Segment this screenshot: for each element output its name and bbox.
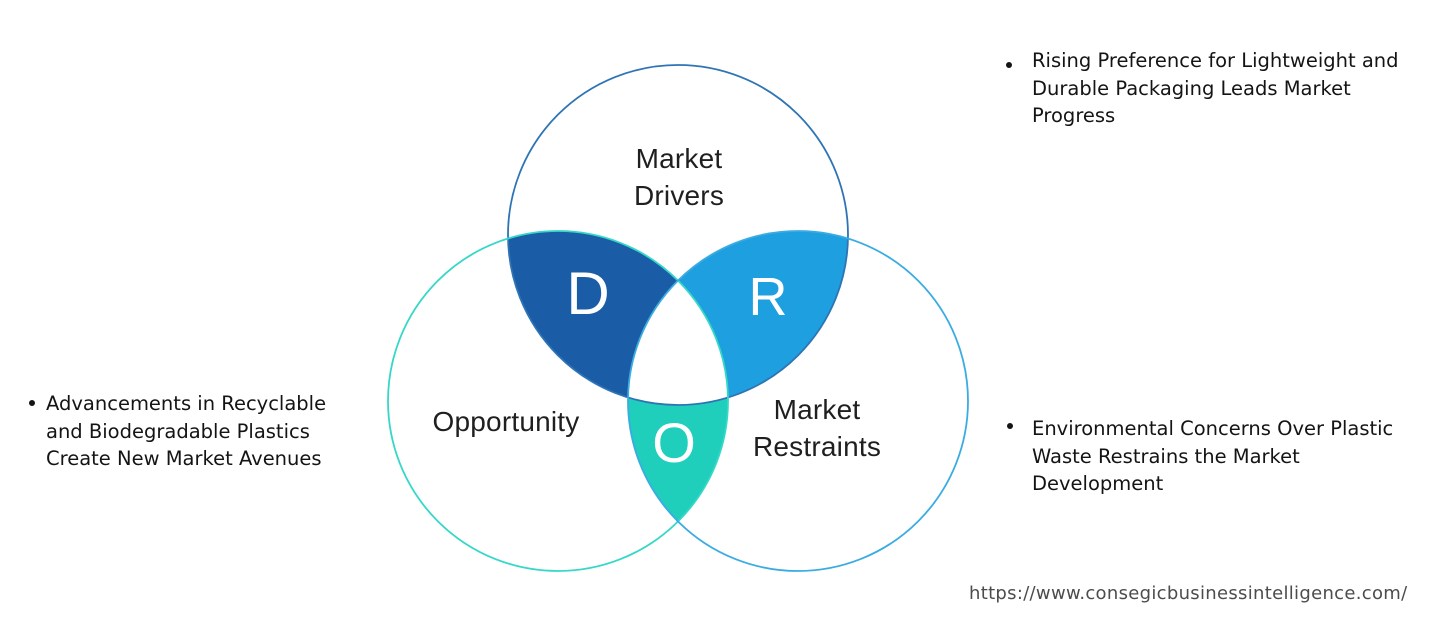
restraint-bullet-line: Waste Restrains the Market — [1032, 444, 1300, 468]
opportunity-bullet: Advancements in Recyclable and Biodegrad… — [29, 390, 326, 473]
market-drivers-label-line2: Drivers — [633, 180, 725, 211]
opportunity-letter: O — [652, 411, 696, 474]
bullet-dot-icon — [29, 400, 35, 406]
restraint-bullet-text: Environmental Concerns Over Plastic Wast… — [1032, 415, 1393, 498]
market-drivers-circle — [507, 64, 849, 406]
market-drivers-label-line1: Market — [635, 143, 723, 174]
source-url: https://www.consegicbusinessintelligence… — [969, 583, 1408, 604]
drivers-letter: D — [566, 260, 610, 327]
opportunity-bullet-line: and Biodegradable Plastics — [46, 419, 310, 443]
opportunity-bullet-text: Advancements in Recyclable and Biodegrad… — [46, 390, 326, 473]
opportunity-bullet-line: Create New Market Avenues — [46, 447, 322, 470]
bullet-dot-icon — [1006, 62, 1012, 68]
driver-bullet-text: Rising Preference for Lightweight and Du… — [1032, 47, 1399, 130]
market-restraints-circle — [627, 230, 969, 572]
opportunity-bullet-line: Advancements in Recyclable — [46, 392, 327, 415]
driver-bullet-line: Rising Preference for Lightweight and — [1032, 49, 1399, 72]
market-restraints-label: Market Restraints — [753, 391, 881, 465]
restraint-bullet: Environmental Concerns Over Plastic Wast… — [1007, 415, 1393, 498]
restraint-bullet-line: Environmental Concerns Over Plastic — [1032, 417, 1394, 440]
market-restraints-label-line1: Market — [773, 394, 861, 425]
market-drivers-label: Market Drivers — [634, 140, 724, 214]
restraints-letter: R — [748, 267, 788, 327]
driver-bullet-line: Progress — [1032, 104, 1116, 127]
driver-bullet-line: Durable Packaging Leads Market — [1032, 76, 1351, 100]
bullet-dot-icon — [1007, 423, 1013, 429]
market-restraints-label-line2: Restraints — [752, 431, 882, 462]
driver-bullet: Rising Preference for Lightweight and Du… — [1006, 47, 1399, 130]
opportunity-label: Opportunity — [432, 406, 580, 437]
opportunity-circle — [387, 230, 729, 572]
restraint-bullet-line: Development — [1032, 472, 1164, 495]
